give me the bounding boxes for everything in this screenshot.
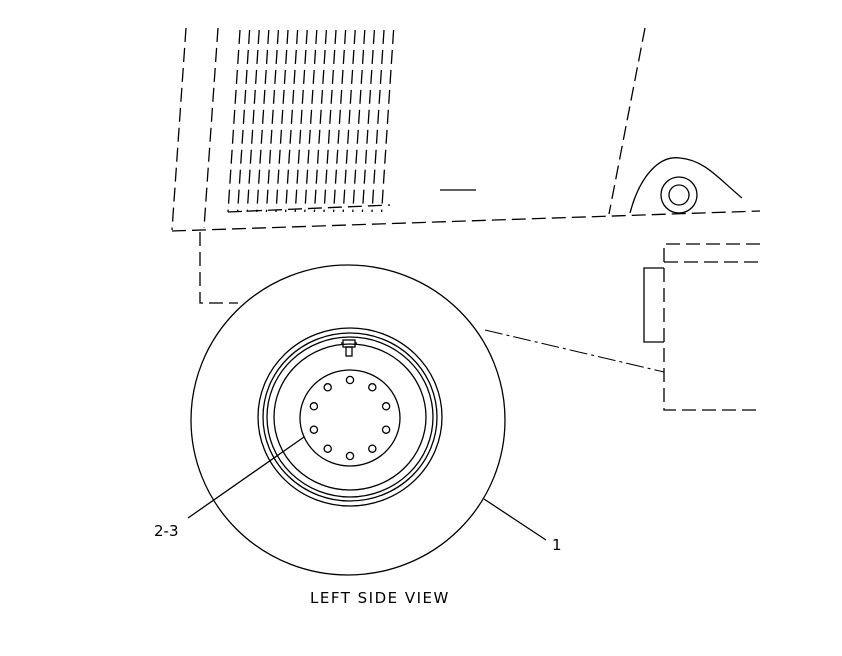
bolt-hole — [345, 375, 355, 385]
grille-slat — [227, 29, 241, 213]
grille-slat — [361, 29, 376, 213]
wheel-rim — [257, 327, 443, 507]
tire — [190, 264, 506, 576]
grille-slat — [284, 29, 299, 213]
axle-centerline — [484, 329, 665, 373]
grille-slat — [323, 29, 337, 213]
grille-slat — [294, 29, 308, 213]
grille-slat — [246, 29, 260, 213]
grille-slat — [313, 29, 328, 213]
wheel-hub — [299, 369, 401, 467]
bolt-hole — [368, 444, 377, 453]
rear-frame — [643, 243, 760, 411]
grille-slat — [236, 29, 251, 213]
leader-line-1 — [483, 498, 547, 541]
grille-slat — [256, 29, 270, 213]
bolt-hole — [323, 383, 332, 392]
view-title: LEFT SIDE VIEW — [310, 589, 450, 607]
pivot-bracket — [629, 157, 743, 214]
grille-slat — [304, 29, 318, 213]
grille-slat — [342, 29, 356, 213]
callout-2-3: 2-3 — [154, 522, 179, 540]
bolt-hole — [368, 383, 377, 392]
bolt-hole — [381, 425, 391, 434]
grille-slat — [380, 29, 395, 213]
grille-slat — [352, 29, 366, 213]
bolt-hole — [345, 451, 355, 461]
bolt-hole — [309, 402, 319, 411]
grille-slat — [332, 29, 347, 213]
callout-1: 1 — [552, 536, 562, 554]
bolt-hole — [381, 402, 391, 411]
grille-slat — [275, 29, 289, 213]
bolt-hole — [323, 444, 332, 453]
grille — [227, 29, 395, 213]
bolt-holes — [309, 375, 391, 461]
grille-slat — [265, 29, 280, 213]
grille-slat — [371, 29, 385, 213]
bolt-hole — [309, 425, 319, 434]
hood-outline — [171, 27, 761, 232]
leader-line-2-3 — [187, 436, 305, 519]
fender-outline — [199, 232, 238, 304]
valve-stem — [341, 339, 357, 357]
